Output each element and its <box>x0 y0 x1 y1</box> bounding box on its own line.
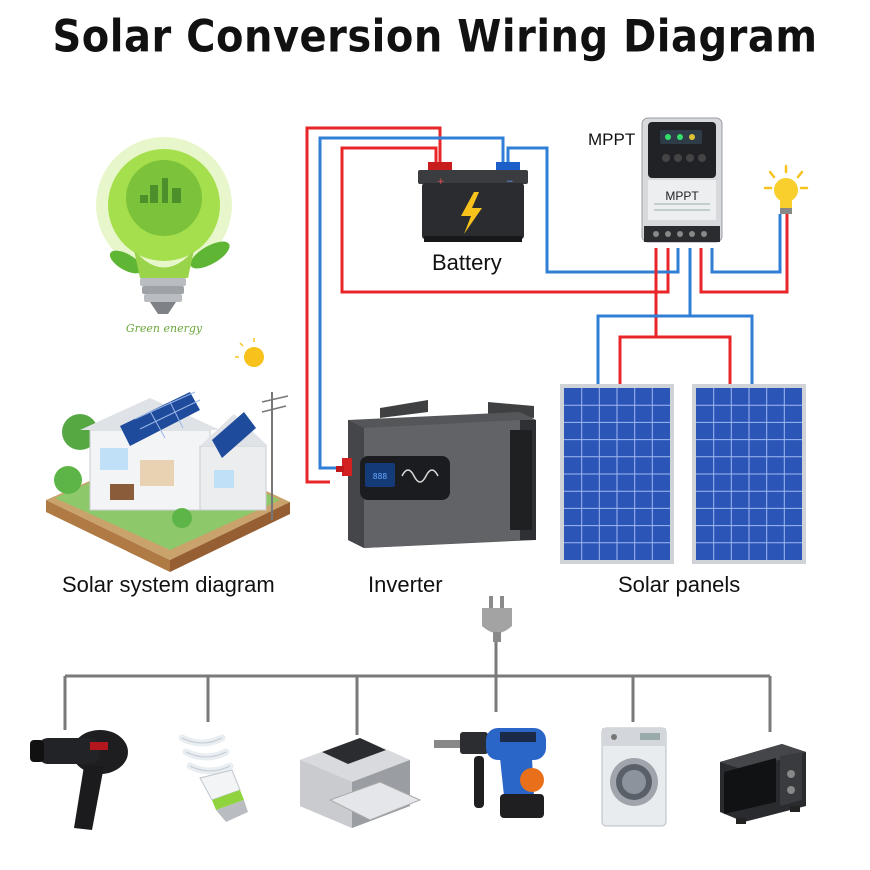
battery-icon: + − <box>418 162 528 242</box>
printer-icon <box>300 738 422 828</box>
power-plug-icon <box>482 596 512 642</box>
green-energy-bulb-icon <box>96 137 232 314</box>
solar-panel-right-icon <box>692 384 806 564</box>
solar-system-diagram-label: Solar system diagram <box>62 572 275 597</box>
negative-wire-mppt-lamp <box>710 214 782 274</box>
positive-wire-mppt-lamp <box>699 212 789 294</box>
svg-text:−: − <box>506 177 514 187</box>
negative-wire-battery-inverter <box>318 136 505 470</box>
solar-panel-left-icon <box>560 384 674 564</box>
solar-panels-label: Solar panels <box>618 572 741 597</box>
house-icon <box>46 338 290 572</box>
battery-label: Battery <box>432 250 502 275</box>
positive-wire-battery-mppt <box>340 146 670 294</box>
light-bulb-icon <box>763 164 809 214</box>
inverter-label: Inverter <box>368 572 443 597</box>
positive-wire-battery-inverter <box>305 126 442 484</box>
wiring <box>63 126 789 735</box>
microwave-oven-icon <box>720 744 806 824</box>
inverter-icon: 888 <box>336 400 536 548</box>
hair-dryer-icon <box>30 730 128 830</box>
mppt-controller-icon <box>641 117 723 243</box>
mppt-label: MPPT <box>588 130 636 149</box>
green-energy-caption: Green energy <box>126 322 203 335</box>
negative-wire-panel-split <box>596 314 754 387</box>
diagram-title: Solar Conversion Wiring Diagram <box>52 11 818 63</box>
power-drill-icon <box>434 728 546 818</box>
negative-wire-battery-mppt <box>506 146 680 274</box>
positive-wire-panel-split <box>618 335 732 387</box>
svg-text:+: + <box>437 177 445 187</box>
svg-text:888: 888 <box>373 472 388 481</box>
washing-machine-icon <box>601 727 667 827</box>
mppt-panel-label: MPPT <box>665 189 699 203</box>
cfl-bulb-icon <box>178 734 248 822</box>
